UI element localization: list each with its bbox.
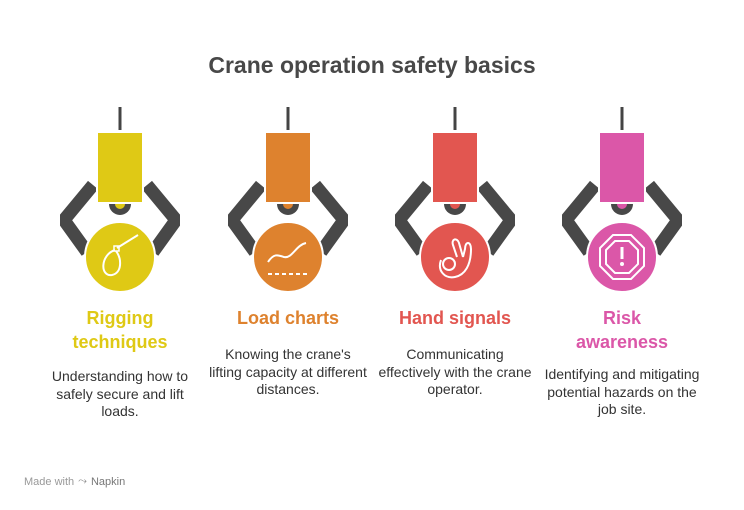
item-title-line: awareness bbox=[575, 332, 669, 352]
crane-claw-icon bbox=[562, 107, 682, 293]
napkin-logo-icon: ⤳ bbox=[78, 475, 87, 487]
page-title: Crane operation safety basics bbox=[208, 52, 536, 78]
item-title-line: Hand signals bbox=[398, 308, 512, 328]
item-description: Understanding how to safely secure and l… bbox=[51, 368, 189, 419]
made-with-label: Made with bbox=[24, 475, 75, 488]
item-title: Hand signals bbox=[371, 306, 539, 330]
item-title-line: Risk bbox=[602, 308, 642, 328]
item-description: Communicating effectively with the crane… bbox=[378, 346, 532, 397]
item-title: Risk awareness bbox=[538, 306, 706, 354]
item-title-line: Load charts bbox=[236, 308, 340, 328]
crane-claw-icon bbox=[228, 107, 348, 293]
item-description: Knowing the crane's lifting capacity at … bbox=[209, 346, 367, 397]
stop-warning-icon bbox=[599, 234, 645, 280]
item-title-line: Rigging bbox=[86, 308, 154, 328]
footer[interactable]: Made with ⤳ Napkin bbox=[24, 475, 125, 488]
item-description: Identifying and mitigating potential haz… bbox=[544, 366, 700, 417]
ok-hand-icon bbox=[439, 238, 473, 279]
rope-loop-icon bbox=[102, 234, 139, 277]
brand-label: Napkin bbox=[90, 475, 126, 488]
line-chart-icon bbox=[267, 242, 308, 275]
crane-claw-icon bbox=[60, 107, 180, 293]
item-title: Rigging techniques bbox=[36, 306, 204, 354]
item-title-line: techniques bbox=[72, 332, 168, 352]
crane-claw-icon bbox=[395, 107, 515, 293]
item-title: Load charts bbox=[204, 306, 372, 330]
